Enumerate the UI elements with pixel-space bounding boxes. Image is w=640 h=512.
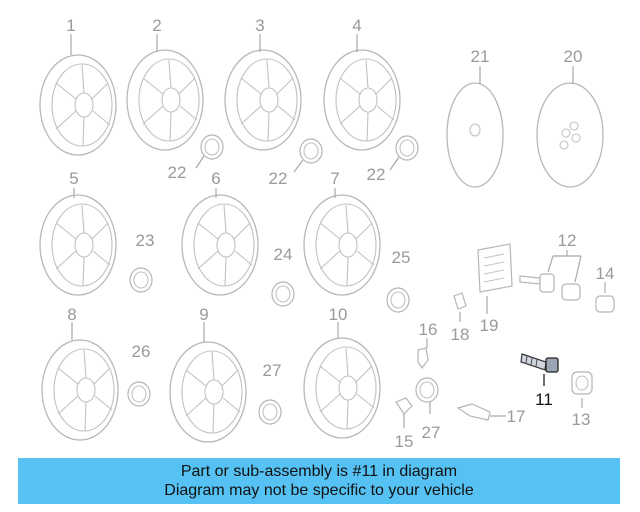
wheel-10[interactable]: 10 — [303, 305, 381, 439]
callout-1[interactable]: 1 — [66, 16, 75, 35]
callout-24[interactable]: 24 — [274, 245, 293, 264]
callout-16[interactable]: 16 — [419, 320, 438, 339]
callout-9[interactable]: 9 — [199, 305, 208, 324]
nut-13[interactable]: 13 — [571, 371, 593, 429]
callout-14[interactable]: 14 — [596, 264, 615, 283]
callout-22c[interactable]: 22 — [367, 165, 386, 184]
banner-line-1: Part or sub-assembly is #11 in diagram — [180, 463, 458, 480]
center-cap-22b[interactable]: 22 — [269, 138, 323, 188]
callout-27b[interactable]: 27 — [422, 423, 441, 442]
callout-13[interactable]: 13 — [572, 410, 591, 429]
wheel-bolt-11[interactable]: 11 — [520, 353, 559, 409]
wheel-3[interactable]: 3 — [224, 16, 302, 151]
wheel-1[interactable]: 1 — [39, 16, 117, 156]
callout-23[interactable]: 23 — [136, 231, 155, 250]
banner-line-2: Diagram may not be specific to your vehi… — [164, 482, 474, 499]
wheel-cover-20[interactable]: 20 — [536, 47, 604, 188]
callout-8[interactable]: 8 — [67, 305, 76, 324]
center-cap-24[interactable]: 24 — [271, 245, 295, 307]
wheel-4[interactable]: 4 — [323, 16, 401, 151]
parts-diagram: 1 2 3 4 22 22 22 21 — [39, 16, 615, 451]
callout-18[interactable]: 18 — [451, 325, 470, 344]
valve-16[interactable]: 16 — [417, 320, 438, 370]
center-cap-25[interactable]: 25 — [386, 248, 411, 313]
valve-18[interactable]: 18 — [451, 292, 470, 344]
callout-10[interactable]: 10 — [329, 305, 348, 324]
callout-5[interactable]: 5 — [69, 169, 78, 188]
center-cap-27a[interactable]: 27 — [258, 361, 282, 425]
valve-15[interactable]: 15 — [395, 397, 414, 451]
center-cap-27b[interactable]: 27 — [415, 377, 441, 442]
info-banner: Part or sub-assembly is #11 in diagram D… — [18, 458, 620, 504]
center-cap-22c[interactable]: 22 — [367, 135, 419, 184]
wheel-6[interactable]: 6 — [181, 169, 259, 296]
center-cap-23[interactable]: 23 — [129, 231, 155, 293]
callout-26[interactable]: 26 — [132, 342, 151, 361]
valve-stem-17[interactable]: 17 — [456, 403, 526, 426]
callout-27a[interactable]: 27 — [263, 361, 282, 380]
wheel-5[interactable]: 5 — [39, 169, 117, 296]
wheel-2[interactable]: 2 — [126, 16, 204, 151]
wheel-cover-21[interactable]: 21 — [446, 47, 504, 188]
callout-11[interactable]: 11 — [535, 390, 553, 409]
callout-15[interactable]: 15 — [395, 432, 414, 451]
callout-12[interactable]: 12 — [558, 231, 577, 250]
callout-22b[interactable]: 22 — [269, 169, 288, 188]
callout-2[interactable]: 2 — [152, 16, 161, 35]
callout-7[interactable]: 7 — [330, 169, 339, 188]
callout-19[interactable]: 19 — [480, 316, 499, 335]
callout-6[interactable]: 6 — [211, 169, 220, 188]
label-19[interactable]: 19 — [477, 243, 513, 335]
callout-20[interactable]: 20 — [564, 47, 583, 66]
callout-3[interactable]: 3 — [255, 16, 264, 35]
callout-22a[interactable]: 22 — [168, 163, 187, 182]
bolt-set-12[interactable]: 12 — [519, 231, 582, 301]
callout-25[interactable]: 25 — [392, 248, 411, 267]
callout-21[interactable]: 21 — [471, 47, 490, 66]
callout-17[interactable]: 17 — [507, 407, 526, 426]
wheel-9[interactable]: 9 — [169, 305, 247, 443]
nut-14[interactable]: 14 — [595, 264, 615, 313]
callout-4[interactable]: 4 — [352, 16, 361, 35]
center-cap-26[interactable]: 26 — [127, 342, 151, 407]
wheel-7[interactable]: 7 — [303, 169, 381, 296]
wheel-8[interactable]: 8 — [41, 305, 119, 441]
center-cap-22a[interactable]: 22 — [168, 134, 224, 182]
